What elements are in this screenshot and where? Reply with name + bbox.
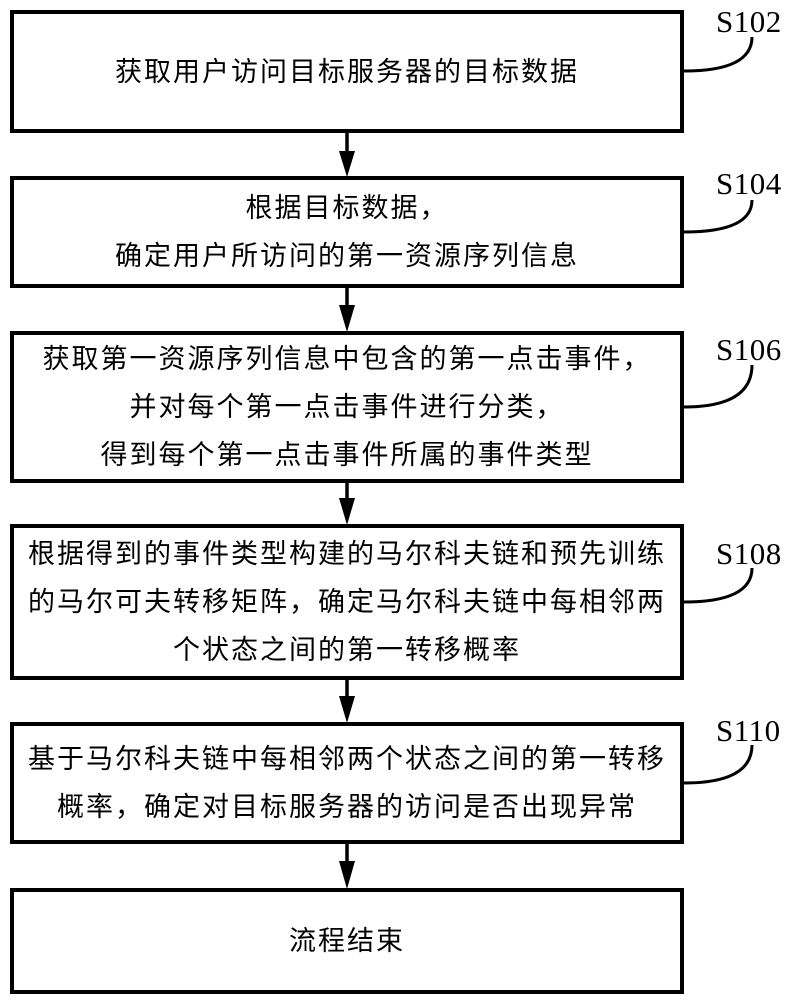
step-label-s104: S104 (716, 166, 782, 201)
arrow-down-icon (339, 288, 355, 332)
flow-box-end-text: 流程结束 (289, 926, 405, 956)
step-label-s108: S108 (716, 536, 782, 571)
flow-box-s110: 基于马尔科夫链中每相邻两个状态之间的第一转移 概率，确定对目标服务器的访问是否出… (10, 722, 684, 844)
callout-curve-s108 (683, 567, 754, 604)
callout-curve-s110 (683, 744, 754, 785)
flow-box-end: 流程结束 (10, 888, 684, 994)
flow-box-s110-text: 基于马尔科夫链中每相邻两个状态之间的第一转移 概率，确定对目标服务器的访问是否出… (28, 744, 666, 822)
flow-box-s104-text: 根据目标数据， 确定用户所访问的第一资源序列信息 (115, 193, 579, 271)
flow-box-s102-text: 获取用户访问目标服务器的目标数据 (115, 56, 579, 87)
flow-box-s104: 根据目标数据， 确定用户所访问的第一资源序列信息 (10, 176, 684, 288)
step-label-s102: S102 (716, 4, 782, 39)
connectors (339, 36, 754, 889)
step-label-s110: S110 (716, 713, 781, 748)
arrow-down-icon (339, 483, 355, 525)
step-label-s106: S106 (716, 332, 782, 367)
flow-box-s106: 获取第一资源序列信息中包含的第一点击事件， 并对每个第一点击事件进行分类， 得到… (10, 331, 684, 483)
callout-curve-s102 (683, 36, 754, 73)
callout-curve-s106 (683, 364, 754, 409)
callout-curve-s104 (683, 199, 754, 234)
arrow-down-icon (339, 844, 355, 889)
flow-box-s102: 获取用户访问目标服务器的目标数据 (10, 10, 684, 133)
flow-box-s108-text: 根据得到的事件类型构建的马尔科夫链和预先训练 的马尔可夫转移矩阵，确定马尔科夫链… (28, 539, 666, 665)
flow-box-s108: 根据得到的事件类型构建的马尔科夫链和预先训练 的马尔可夫转移矩阵，确定马尔科夫链… (10, 524, 684, 680)
arrow-down-icon (339, 680, 355, 723)
flow-box-s106-text: 获取第一资源序列信息中包含的第一点击事件， 并对每个第一点击事件进行分类， 得到… (42, 344, 652, 470)
arrow-down-icon (339, 133, 355, 177)
